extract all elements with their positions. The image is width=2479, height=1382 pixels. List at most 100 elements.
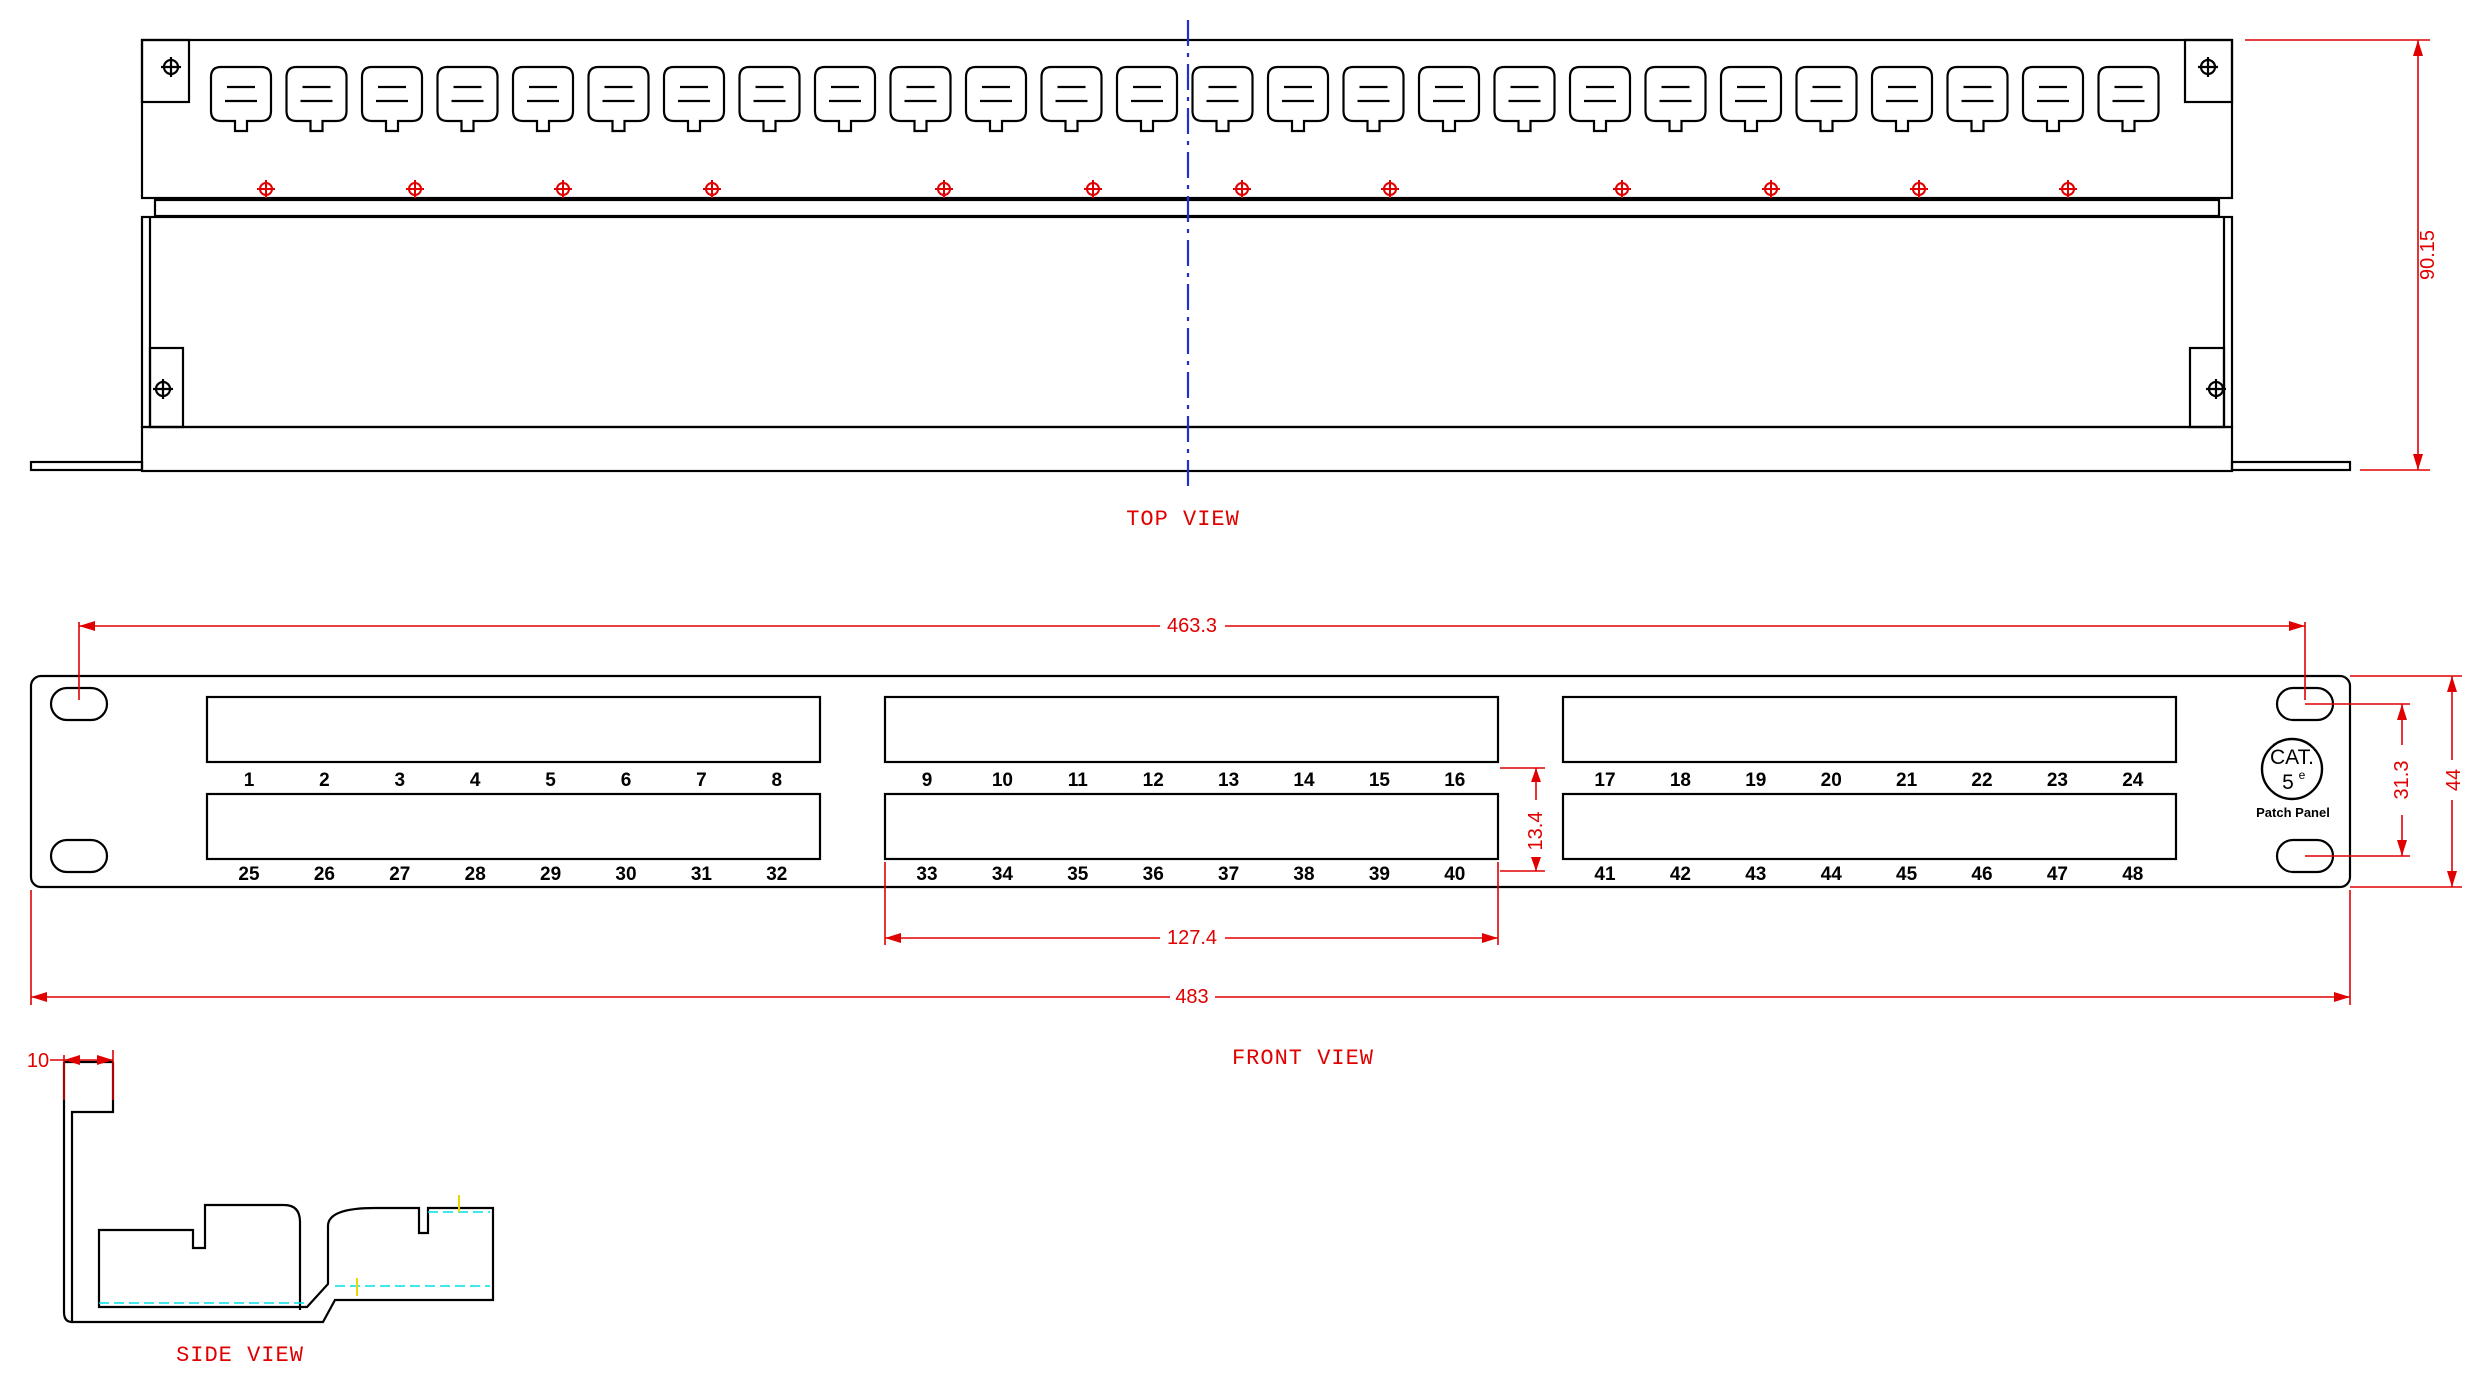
port-number: 2: [319, 770, 330, 791]
rivet: [554, 180, 572, 198]
module-width-dimension: 127.4: [884, 862, 1499, 949]
port-number: 7: [696, 770, 707, 791]
cable-slot: [2097, 65, 2160, 133]
cable-slot: [964, 65, 1028, 133]
port-number: 8: [772, 770, 783, 791]
cable-slot: [813, 65, 877, 133]
cable-slot: [1644, 65, 1707, 133]
port-pitch-value: 13.4: [1525, 812, 1547, 851]
port-number: 42: [1670, 864, 1691, 885]
top-view-rivets: [257, 180, 2077, 198]
rivet: [406, 180, 424, 198]
port-number: 25: [238, 864, 260, 885]
cable-slot: [1946, 65, 2009, 133]
port-number: 36: [1143, 864, 1164, 885]
cable-slot: [889, 65, 952, 133]
port-module-3-bottom: [1561, 792, 2178, 861]
port-number: 45: [1896, 864, 1918, 885]
top-depth-dimension: 90.15: [2245, 39, 2439, 471]
port-number: 17: [1594, 770, 1615, 791]
cable-slot: [662, 65, 726, 133]
cable-slot: [360, 65, 424, 133]
top-view: 90.15 TOP VIEW: [29, 20, 2439, 532]
top-view-corner-screws: [153, 57, 2226, 399]
port-number: 19: [1745, 770, 1766, 791]
rivet: [257, 180, 275, 198]
cable-slot: [436, 65, 499, 133]
port-number: 39: [1369, 864, 1390, 885]
rivet: [1084, 180, 1102, 198]
port-number: 37: [1218, 864, 1239, 885]
cat5e-logo: CAT. 5 e Patch Panel: [2256, 737, 2330, 820]
hole-vertical-dimension: 31.3: [2305, 703, 2413, 857]
port-number: 5: [545, 770, 556, 791]
logo-cat: CAT.: [2270, 746, 2314, 769]
side-view-profile: [70, 1062, 495, 1324]
flange-dimension: 10: [27, 1050, 114, 1100]
cable-slot: [1719, 65, 1783, 133]
mount-hole-bottom-left: [49, 838, 109, 874]
port-number: 32: [766, 864, 787, 885]
port-number: 48: [2122, 864, 2143, 885]
top-view-left-tab: [140, 38, 191, 104]
rivet: [1762, 180, 1780, 198]
rivet: [1233, 180, 1251, 198]
panel-height-value: 44: [2443, 769, 2465, 791]
flange-value: 10: [27, 1050, 49, 1072]
top-view-cable-slots: [209, 65, 2160, 133]
top-view-left-bracket: [148, 346, 185, 429]
top-view-right-tab: [2183, 38, 2234, 104]
front-view-label: FRONT VIEW: [1232, 1046, 1374, 1071]
port-number: 1: [244, 770, 255, 791]
port-module-2-bottom: [883, 792, 1500, 861]
cable-slot: [511, 65, 575, 133]
rivet: [703, 180, 721, 198]
port-number: 4: [470, 770, 481, 791]
port-module-3-top: [1561, 695, 2178, 764]
top-depth-value: 90.15: [2417, 230, 2439, 280]
rivet: [1381, 180, 1399, 198]
top-view-label: TOP VIEW: [1126, 507, 1240, 532]
port-number: 21: [1896, 770, 1918, 791]
rivet: [1613, 180, 1631, 198]
port-number: 28: [465, 864, 486, 885]
cable-slot: [1191, 65, 1254, 133]
logo-circle: [2260, 737, 2324, 801]
port-number: 44: [1821, 864, 1843, 885]
port-number: 35: [1067, 864, 1089, 885]
port-module-1-bottom: [205, 792, 822, 861]
front-panel-face: [29, 674, 2352, 889]
cable-slot: [1870, 65, 1934, 133]
rivet: [935, 180, 953, 198]
port-number: 31: [691, 864, 713, 885]
logo-sup: e: [2299, 768, 2306, 782]
port-number: 41: [1594, 864, 1616, 885]
port-module-1-top: [205, 695, 822, 764]
side-view-label: SIDE VIEW: [176, 1343, 304, 1368]
port-number: 3: [395, 770, 406, 791]
rivet: [1910, 180, 1928, 198]
hole-span-dimension: 463.3: [78, 615, 2306, 700]
port-number: 9: [922, 770, 933, 791]
cable-slot: [587, 65, 650, 133]
logo-caption: Patch Panel: [2256, 805, 2330, 820]
cable-slot: [1493, 65, 1556, 133]
port-number: 22: [1971, 770, 1992, 791]
cable-slot: [1342, 65, 1405, 133]
cable-slot: [1040, 65, 1103, 133]
port-module-2-top: [883, 695, 1500, 764]
port-number: 47: [2047, 864, 2068, 885]
cable-slot: [209, 65, 273, 133]
cable-slot: [1417, 65, 1481, 133]
port-number: 14: [1293, 770, 1315, 791]
port-number: 30: [615, 864, 636, 885]
cable-slot: [1568, 65, 1632, 133]
port-number: 23: [2047, 770, 2068, 791]
port-number: 43: [1745, 864, 1766, 885]
port-number: 40: [1444, 864, 1465, 885]
side-view-front-plate: [62, 1062, 73, 1324]
port-number: 46: [1971, 864, 1992, 885]
panel-width-value: 483: [1175, 986, 1208, 1008]
rivet: [2059, 180, 2077, 198]
